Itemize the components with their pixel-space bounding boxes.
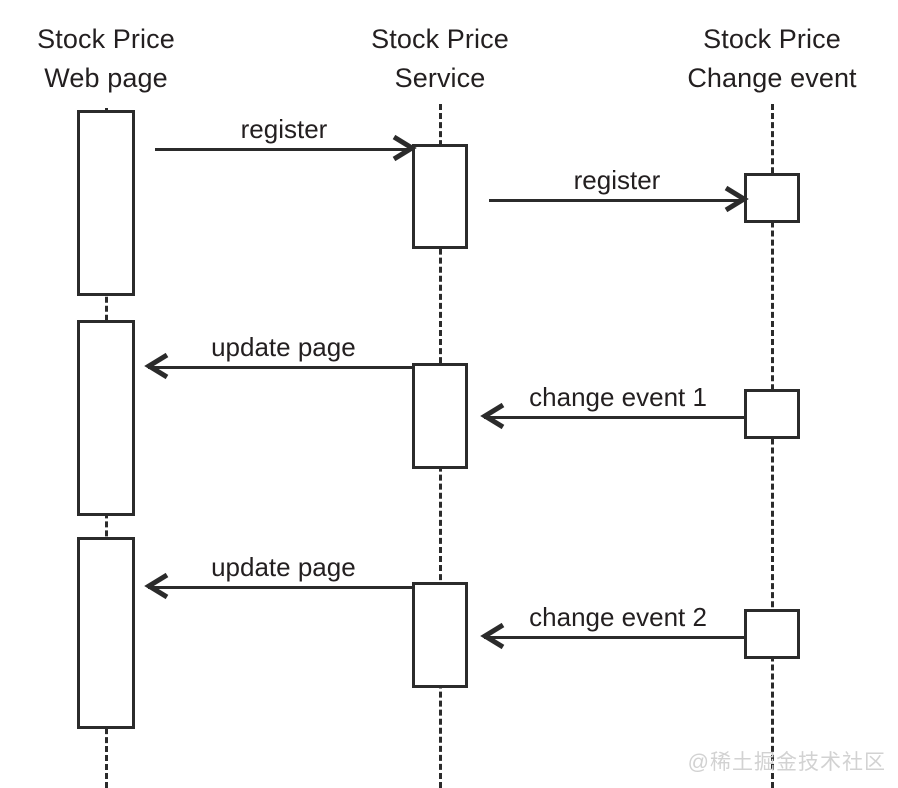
lifeline-header-change-event-line2: Change event [687,63,857,94]
lifeline-header-web-page-line2: Web page [44,63,168,94]
lifeline-header-service-line1: Stock Price [371,24,509,54]
activation-web-page-1 [77,110,135,296]
lifeline-header-service: Stock Price Service [340,20,540,98]
arrowhead-right-icon [392,134,417,162]
lifeline-header-change-event: Stock Price Change event [652,20,892,98]
arrowhead-right-icon [724,185,749,213]
message-change-event-2-label: change event 2 [529,602,707,632]
message-register-1-line [155,148,413,151]
lifeline-header-web-page: Stock Price Web page [6,20,206,98]
activation-service-1 [412,144,468,249]
arrowhead-left-icon [480,402,505,430]
message-change-event-1-label: change event 1 [529,382,707,412]
activation-web-page-3 [77,537,135,729]
message-register-2-line [489,199,745,202]
message-update-page-2-label: update page [211,552,356,582]
lifeline-header-service-line2: Service [394,63,486,94]
message-change-event-2-line [484,636,745,639]
message-register-1-label: register [240,114,328,144]
arrowhead-left-icon [144,352,169,380]
activation-service-2 [412,363,468,469]
lifeline-header-web-page-line1: Stock Price [37,24,175,54]
activation-change-event-3 [744,609,800,659]
message-register-2-label: register [573,165,661,195]
lifeline-header-change-event-line1: Stock Price [703,24,841,54]
message-update-page-2-line [148,586,413,589]
message-update-page-1-label: update page [211,332,356,362]
watermark: @稀土掘金技术社区 [687,751,886,774]
message-change-event-1-line [484,416,745,419]
arrowhead-left-icon [480,622,505,650]
activation-change-event-2 [744,389,800,439]
activation-service-3 [412,582,468,688]
message-update-page-1-line [148,366,413,369]
arrowhead-left-icon [144,572,169,600]
activation-change-event-1 [744,173,800,223]
activation-web-page-2 [77,320,135,516]
lifeline-dash-change-event [771,104,774,788]
